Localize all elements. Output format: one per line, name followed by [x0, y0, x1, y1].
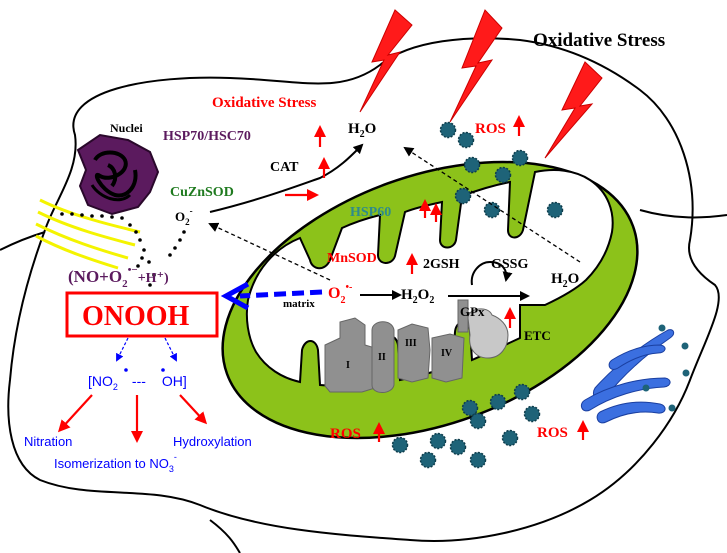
matrix-label: matrix [283, 298, 315, 310]
h2o2-label: H2O2 [401, 287, 434, 306]
complex-iii [397, 323, 431, 383]
ros-bottom-left-label: ROS [330, 426, 361, 442]
radical-products: [NO2---OH] [88, 373, 187, 392]
hydroxylation-label: Hydroxylation [173, 434, 252, 449]
complex-iv [431, 333, 465, 383]
complex-iv-label: IV [441, 348, 453, 359]
arrow-o2-to-onooh [239, 289, 323, 299]
oh-radical-dot [161, 368, 165, 372]
arrow-o2-to-h2o [209, 143, 364, 213]
o2-matrix-label: O2•- [328, 282, 352, 306]
ros-top-label: ROS [475, 121, 506, 137]
h2o-top-label: H2O [348, 121, 376, 140]
oxidative-stress-red-label: Oxidative Stress [212, 95, 316, 111]
lightning-bolt-3 [544, 61, 603, 159]
complex-i [324, 317, 376, 393]
mnsod-label: MnSOD [327, 251, 377, 266]
gssg-label: GSSG [491, 257, 528, 272]
nitration-label: Nitration [24, 434, 72, 449]
gpx-label: GPx [460, 304, 485, 319]
er-ribosomes [642, 324, 690, 412]
complex-ii [371, 321, 395, 393]
oxidative-stress-title: Oxidative Stress [533, 30, 665, 51]
arrow-o2-to-onooh-head [220, 281, 250, 311]
complex-v-atp-synthase [467, 308, 509, 359]
blue-split-arrows [116, 337, 177, 362]
cuznsod-label: CuZnSOD [170, 185, 234, 200]
cell-membrane-bottom-edge [209, 519, 241, 553]
dashed-diffusion-arrows [208, 146, 581, 281]
complex-ii-label: II [378, 352, 386, 363]
nuclei-label: Nuclei [110, 121, 143, 135]
gsh-label: 2GSH [423, 257, 460, 272]
nucleus [76, 133, 160, 216]
ros-particles [391, 121, 564, 469]
golgi-vesicles [60, 212, 186, 287]
arrow-matrix-o2-to-cyto [208, 222, 331, 281]
onooh-label: ONOOH [82, 301, 190, 332]
etc-complexes [324, 299, 509, 393]
hsp70-label: HSP70/HSC70 [163, 129, 251, 144]
o2-cytosol-label: O2- [175, 206, 193, 227]
complex-i-label: I [346, 360, 350, 371]
arrow-gsh-to-gssg [470, 260, 513, 286]
golgi-apparatus [35, 198, 141, 270]
cell-membrane-right-edge [639, 209, 727, 219]
isomerization-label: Isomerization to NO3- [54, 452, 177, 474]
no2-radical-dot [124, 368, 128, 372]
cat-label: CAT [270, 160, 299, 175]
hsp60-label: HSP60 [350, 205, 391, 220]
lightning-bolt-1 [359, 9, 413, 113]
pathway-arrows [209, 143, 530, 301]
reaction-equation: (NO+O2•−+H⁺) [68, 264, 169, 290]
ros-bottom-right-label: ROS [537, 425, 568, 441]
lightning-bolt-2 [449, 9, 503, 123]
red-indicator-arrows [57, 115, 589, 443]
h2o-right-label: H2O [551, 271, 579, 290]
etc-label: ETC [524, 328, 551, 343]
cell-membrane-left-edge [0, 231, 46, 251]
complex-iii-label: III [405, 338, 417, 349]
endoplasmic-reticulum [580, 329, 675, 424]
onooh-box [65, 291, 219, 338]
